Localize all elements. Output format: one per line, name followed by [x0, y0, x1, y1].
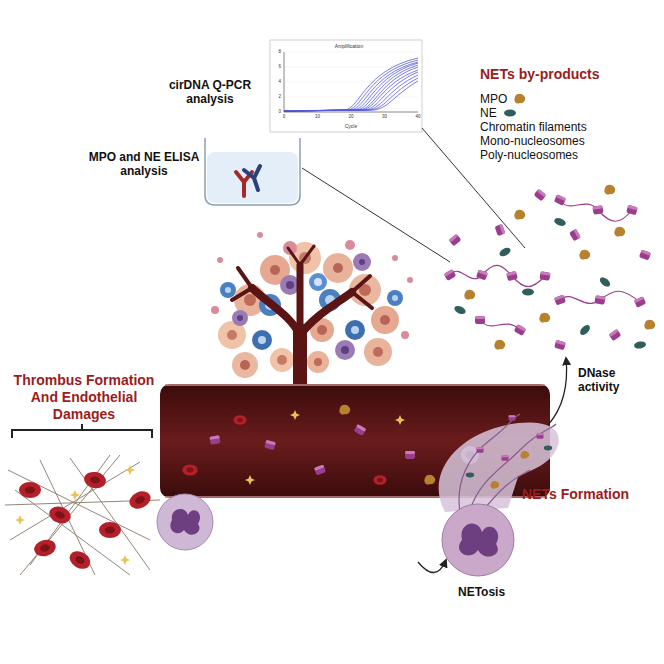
legend-symbol — [503, 108, 517, 118]
list-title: NETs by-products — [480, 66, 600, 83]
list-item: Mono-nucleosomes — [480, 134, 585, 148]
process-label: Thrombus Formation And Endothelial Damag… — [5, 372, 163, 422]
tick-label: 6 — [278, 64, 281, 69]
method-label: cirDNA Q-PCR analysis — [160, 78, 260, 107]
legend-text: MPO — [480, 92, 507, 106]
process-label: DNase activity — [578, 366, 640, 395]
legend-item: NE — [480, 106, 517, 120]
legend-item: MPO — [480, 92, 527, 106]
tick-label: 10 — [315, 114, 320, 119]
list-item: Chromatin filaments — [480, 120, 587, 134]
tick-label: 0 — [283, 114, 286, 119]
tick-label: 8 — [278, 49, 281, 54]
method-label: MPO and NE ELISA analysis — [88, 150, 200, 179]
chart-title: Amplification — [335, 43, 363, 49]
tick-label: 30 — [382, 114, 387, 119]
legend-symbol — [513, 94, 527, 104]
tick-label: 4 — [278, 79, 281, 84]
process-label: NETosis — [458, 585, 505, 599]
tick-label: 0 — [278, 109, 281, 114]
tick-label: 2 — [278, 94, 281, 99]
tick-label: 40 — [415, 114, 420, 119]
axis-title: Cycle — [345, 123, 358, 129]
legend-text: NE — [480, 106, 497, 120]
tick-label: 20 — [348, 114, 353, 119]
list-item: Poly-nucleosomes — [480, 148, 578, 162]
process-label: NETs Formation — [522, 486, 629, 503]
